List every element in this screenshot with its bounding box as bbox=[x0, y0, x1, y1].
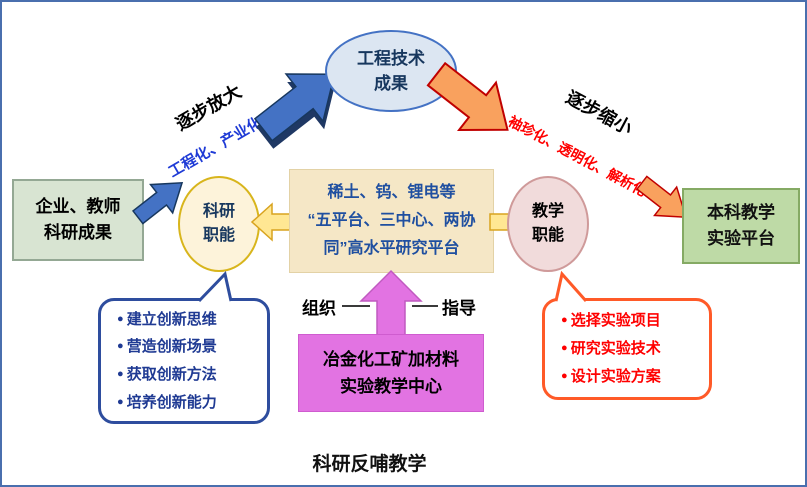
research-function-circle: 科研 职能 bbox=[178, 176, 260, 272]
list-item: 获取创新方法 bbox=[117, 361, 217, 389]
teaching-callout-list: 选择实验项目 研究实验技术 设计实验方案 bbox=[545, 307, 661, 390]
top-oval-line2: 成果 bbox=[374, 74, 408, 93]
source-box-line1: 企业、教师 bbox=[35, 196, 121, 216]
organize-label: 组织 bbox=[302, 299, 336, 318]
top-oval-line1: 工程技术 bbox=[357, 48, 425, 68]
research-platform-box: 稀土、钨、锂电等 “五平台、三中心、两协 同”高水平研究平台 bbox=[289, 169, 494, 273]
big-orange-arrow-icon bbox=[426, 61, 509, 131]
teaching-callout-tail bbox=[554, 270, 588, 302]
teaching-function-circle: 教学 职能 bbox=[507, 176, 589, 272]
list-item: 选择实验项目 bbox=[561, 307, 661, 335]
magenta-up-arrow-icon bbox=[359, 269, 423, 338]
platform-box-line2: “五平台、三中心、两协 bbox=[307, 212, 476, 229]
guide-connector-line bbox=[412, 305, 438, 307]
platform-box-line3: 同”高水平研究平台 bbox=[323, 240, 460, 257]
research-callout-tail bbox=[197, 270, 233, 303]
research-circle-line2: 职能 bbox=[202, 227, 235, 244]
list-item: 营造创新场景 bbox=[117, 333, 217, 361]
experiment-teaching-center-box: 冶金化工矿加材料 实验教学中心 bbox=[298, 334, 484, 412]
guide-label: 指导 bbox=[442, 299, 476, 318]
small-blue-arrow-icon bbox=[131, 181, 184, 225]
yellow-left-arrow-icon bbox=[250, 202, 295, 242]
target-box-line1: 本科教学 bbox=[707, 202, 775, 222]
platform-box-line1: 稀土、钨、锂电等 bbox=[327, 184, 456, 201]
research-callout: 建立创新思维 营造创新场景 获取创新方法 培养创新能力 bbox=[98, 298, 270, 424]
list-item: 培养创新能力 bbox=[117, 389, 217, 417]
source-achievements-box: 企业、教师 科研成果 bbox=[12, 179, 144, 261]
diagram-caption: 科研反哺教学 bbox=[312, 454, 427, 475]
research-callout-list: 建立创新思维 营造创新场景 获取创新方法 培养创新能力 bbox=[101, 306, 217, 417]
target-box-line2: 实验平台 bbox=[707, 229, 775, 248]
list-item: 建立创新思维 bbox=[117, 306, 217, 334]
teaching-center-line1: 冶金化工矿加材料 bbox=[323, 349, 459, 369]
organize-connector-line bbox=[342, 305, 370, 307]
list-item: 设计实验方案 bbox=[561, 363, 661, 391]
undergrad-platform-box: 本科教学 实验平台 bbox=[682, 188, 800, 264]
engineering-results-oval: 工程技术 成果 bbox=[325, 30, 457, 112]
small-orange-arrow-icon bbox=[635, 175, 688, 219]
teaching-callout: 选择实验项目 研究实验技术 设计实验方案 bbox=[542, 298, 712, 400]
teaching-circle-line1: 教学 bbox=[531, 203, 564, 220]
source-box-line2: 科研成果 bbox=[44, 223, 112, 242]
research-circle-line1: 科研 bbox=[202, 203, 235, 220]
teaching-circle-line2: 职能 bbox=[531, 227, 564, 244]
list-item: 研究实验技术 bbox=[561, 335, 661, 363]
big-blue-arrow-icon bbox=[253, 73, 336, 149]
teaching-center-line2: 实验教学中心 bbox=[340, 377, 442, 396]
